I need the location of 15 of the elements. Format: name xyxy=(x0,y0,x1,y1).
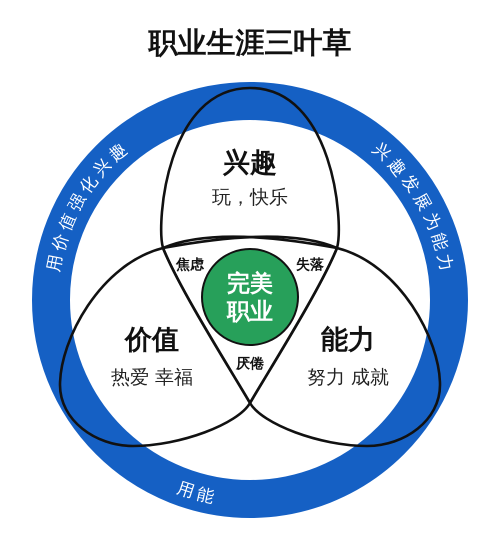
ring-text: 兴趣发展为能力 xyxy=(368,139,457,277)
leaf-text: 努力 成就 xyxy=(306,368,390,388)
leaf-title: 价值 xyxy=(125,326,179,354)
leaf-text: 热爱 幸福 xyxy=(110,368,194,388)
leaf-title: 兴趣 xyxy=(223,150,277,176)
region-label: 失落 xyxy=(296,258,324,272)
leaf-title: 能力 xyxy=(321,326,375,354)
region-label: 厌倦 xyxy=(236,357,264,371)
ring-text: 用能 xyxy=(174,478,220,508)
ring-text: 用价值强化兴趣 xyxy=(44,136,134,274)
circle-text: 完美职业 xyxy=(226,270,274,326)
leaf-text: 玩，快乐 xyxy=(212,188,288,208)
ring-band xyxy=(32,82,468,518)
region-label: 焦虑 xyxy=(176,258,204,272)
title: 职业生涯三叶草 xyxy=(148,28,352,58)
